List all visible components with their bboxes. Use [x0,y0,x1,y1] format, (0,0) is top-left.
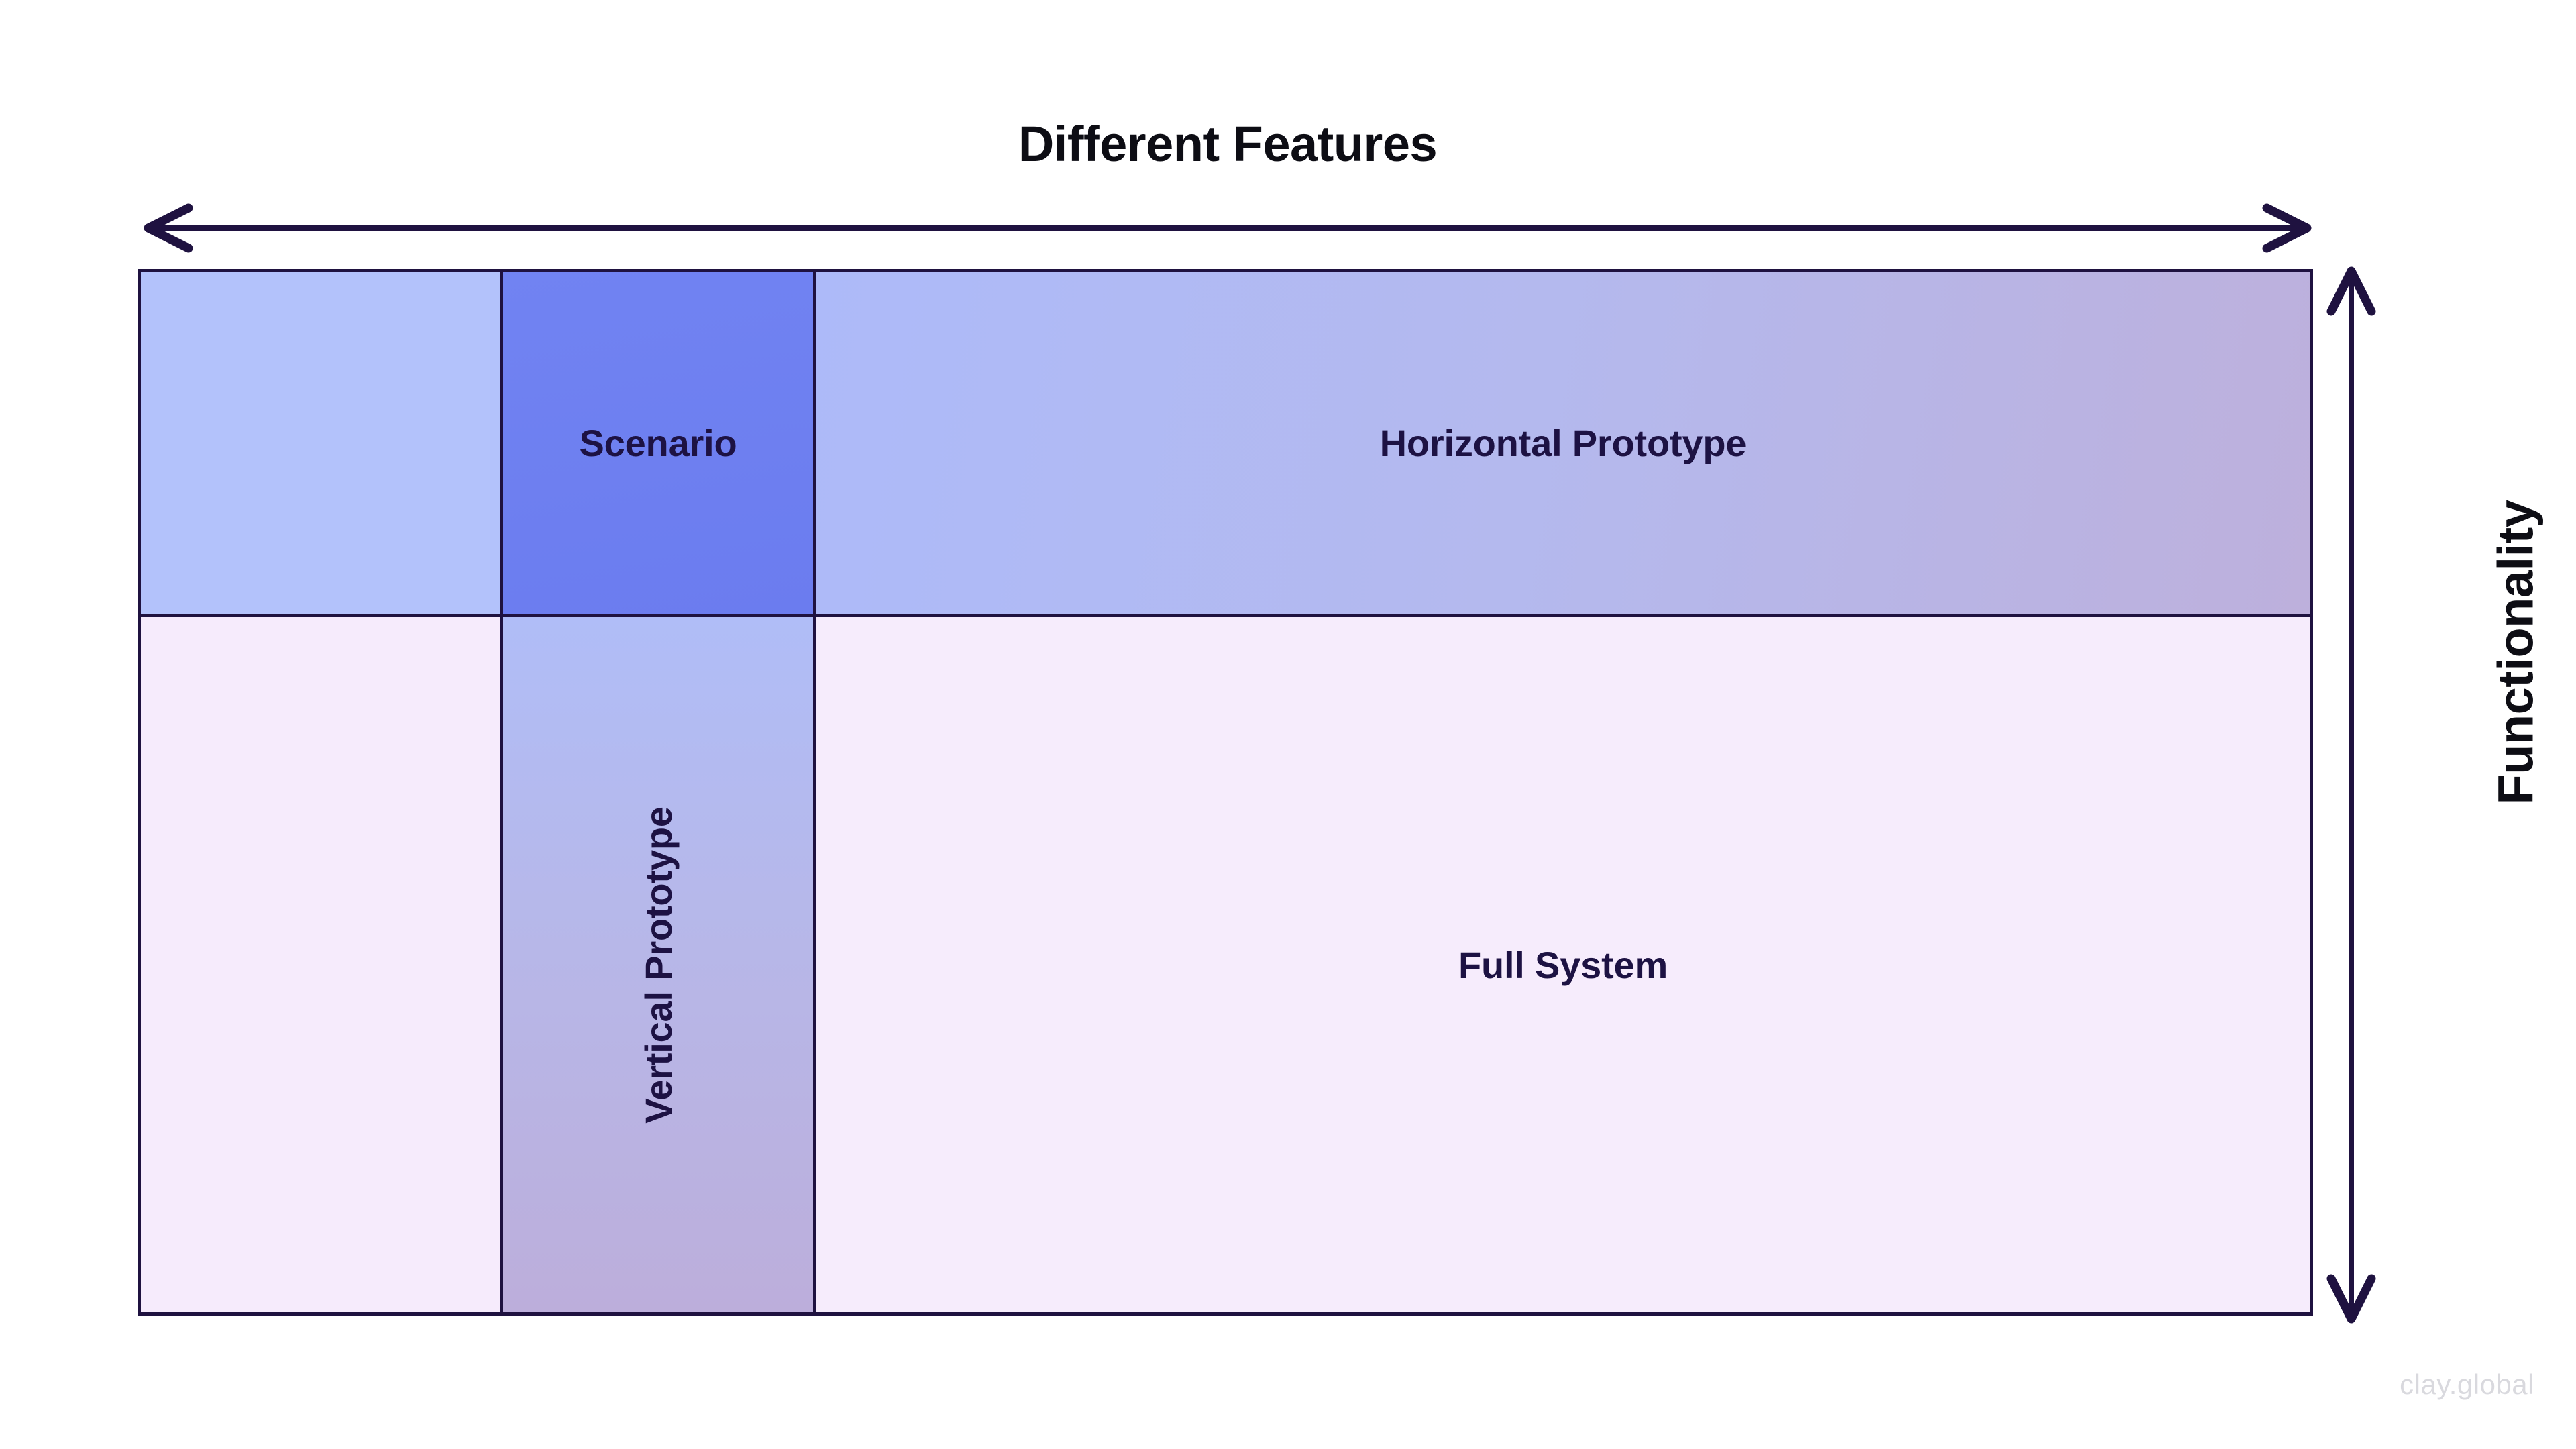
matrix-cell-row2-col1[interactable] [141,617,503,1312]
prototype-matrix: Scenario Horizontal Prototype Vertical P… [138,269,2313,1316]
matrix-cell-row1-col1[interactable] [141,272,503,617]
matrix-cell-full-system[interactable]: Full System [816,617,2310,1312]
horizontal-axis-double-arrow-icon [144,203,2312,253]
axis-label-functionality: Functionality [2487,500,2544,805]
matrix-cell-label-vertical-prototype: Vertical Prototype [637,806,680,1124]
matrix-cell-label-scenario: Scenario [579,422,737,464]
watermark: clay.global [2400,1368,2534,1400]
matrix-cell-scenario[interactable]: Scenario [503,272,816,617]
matrix-cell-label-full-system: Full System [1458,943,1668,986]
matrix-cell-label-horizontal-prototype: Horizontal Prototype [1379,422,1747,464]
matrix-cell-horizontal-prototype[interactable]: Horizontal Prototype [816,272,2310,617]
vertical-axis-double-arrow-icon [2326,266,2376,1324]
page-title: Different Features [1018,116,1438,172]
matrix-cell-vertical-prototype[interactable]: Vertical Prototype [503,617,816,1312]
